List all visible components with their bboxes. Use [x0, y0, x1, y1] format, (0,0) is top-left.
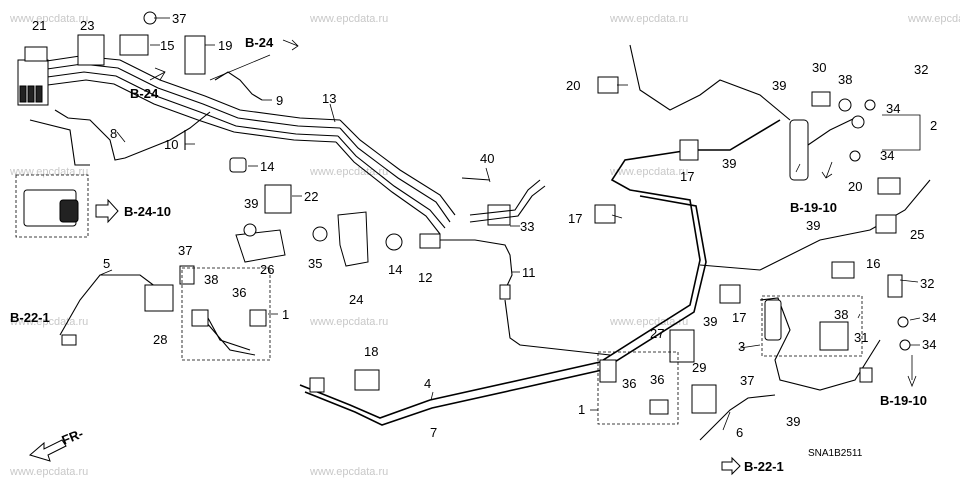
- callout-21[interactable]: 21: [32, 18, 46, 33]
- callout-35[interactable]: 35: [308, 256, 322, 271]
- callout-39b[interactable]: 39: [772, 78, 786, 93]
- callout-12[interactable]: 12: [418, 270, 432, 285]
- callout-20b[interactable]: 20: [848, 179, 862, 194]
- callout-1b[interactable]: 1: [578, 402, 585, 417]
- callout-20[interactable]: 20: [566, 78, 580, 93]
- ref-b24-left[interactable]: B-24: [130, 54, 271, 101]
- callout-31[interactable]: 31: [854, 330, 868, 345]
- callout-30[interactable]: 30: [812, 60, 826, 75]
- callout-29[interactable]: 29: [692, 360, 706, 375]
- modulator-pipe-bundle: [17, 11, 456, 235]
- diagram-code: SNA1B2511: [808, 448, 863, 459]
- callout-36[interactable]: 36: [232, 285, 246, 300]
- callout-26[interactable]: 26: [260, 262, 274, 277]
- callout-27[interactable]: 27: [650, 326, 664, 341]
- watermark: www.epcdata.ru: [309, 466, 388, 478]
- callout-39c[interactable]: 39: [722, 156, 736, 171]
- watermark: www.epcdata.ru: [309, 166, 388, 178]
- watermark: www.epcdata.ru: [9, 13, 88, 25]
- ref-label: B-19-10: [790, 200, 837, 215]
- callout-34d[interactable]: 34: [922, 337, 936, 352]
- right-parts: [594, 76, 911, 425]
- callout-14[interactable]: 14: [260, 159, 274, 174]
- callout-39d[interactable]: 39: [806, 218, 820, 233]
- callout-9[interactable]: 9: [276, 93, 283, 108]
- ref-label: B-19-10: [880, 393, 927, 408]
- callout-2[interactable]: 2: [930, 118, 937, 133]
- callout-10[interactable]: 10: [164, 137, 178, 152]
- ref-label: B-24: [245, 35, 274, 50]
- left-bottom-parts: [61, 265, 380, 393]
- callout-17b[interactable]: 17: [568, 211, 582, 226]
- callout-6[interactable]: 6: [736, 425, 743, 440]
- callout-24[interactable]: 24: [349, 292, 363, 307]
- callout-17c[interactable]: 17: [732, 310, 746, 325]
- ref-b19-10-right[interactable]: B-19-10: [880, 375, 927, 408]
- callout-34[interactable]: 34: [886, 101, 900, 116]
- callout-34c[interactable]: 34: [922, 310, 936, 325]
- ref-b24-top[interactable]: B-24: [245, 35, 299, 51]
- ref-b24-10-box[interactable]: B-24-10: [15, 174, 171, 238]
- front-direction-arrow: FR-: [28, 426, 86, 462]
- callout-5[interactable]: 5: [103, 256, 110, 271]
- watermark: www.epcdata.ru: [9, 466, 88, 478]
- callout-7[interactable]: 7: [430, 425, 437, 440]
- callout-37[interactable]: 37: [172, 11, 186, 26]
- callout-34b[interactable]: 34: [880, 148, 894, 163]
- callout-19[interactable]: 19: [218, 38, 232, 53]
- callout-37b[interactable]: 37: [178, 243, 192, 258]
- callout-numbers: 21 23 37 15 19 9 8 10 14 13 22 39 26 35 …: [32, 11, 937, 440]
- callout-38b[interactable]: 38: [838, 72, 852, 87]
- callout-17[interactable]: 17: [680, 169, 694, 184]
- ref-b19-10-top[interactable]: B-19-10: [790, 161, 837, 215]
- callout-39[interactable]: 39: [244, 196, 258, 211]
- watermark: www.epcdata.ru: [309, 13, 388, 25]
- leader-lines: [99, 17, 921, 431]
- callout-33[interactable]: 33: [520, 219, 534, 234]
- callout-15[interactable]: 15: [160, 38, 174, 53]
- callout-14b[interactable]: 14: [388, 262, 402, 277]
- ref-label: B-24: [130, 86, 159, 101]
- callout-11[interactable]: 11: [522, 265, 536, 280]
- watermark: www.epcdata.ru: [9, 316, 88, 328]
- ref-label: B-22-1: [10, 310, 50, 325]
- callout-3[interactable]: 3: [738, 339, 745, 354]
- callout-8[interactable]: 8: [110, 126, 117, 141]
- callout-25[interactable]: 25: [910, 227, 924, 242]
- watermarks: www.epcdata.ru www.epcdata.ru www.epcdat…: [9, 13, 960, 478]
- callout-40[interactable]: 40: [480, 151, 494, 166]
- callout-22[interactable]: 22: [304, 189, 318, 204]
- callout-13[interactable]: 13: [322, 91, 336, 106]
- callout-37c[interactable]: 37: [740, 373, 754, 388]
- ref-label: B-22-1: [744, 459, 784, 474]
- middle-parts: [235, 177, 611, 356]
- watermark: www.epcdata.ru: [609, 166, 688, 178]
- callout-36c[interactable]: 36: [650, 372, 664, 387]
- callout-18[interactable]: 18: [364, 344, 378, 359]
- watermark: www.epcdata.ru: [609, 316, 688, 328]
- callout-39f[interactable]: 39: [786, 414, 800, 429]
- callout-39e[interactable]: 39: [703, 314, 717, 329]
- callout-28[interactable]: 28: [153, 332, 167, 347]
- watermark: www.epcdata.ru: [907, 13, 960, 25]
- callout-36b[interactable]: 36: [622, 376, 636, 391]
- watermark: www.epcdata.ru: [609, 13, 688, 25]
- direction-label: FR-: [60, 426, 86, 448]
- callout-23[interactable]: 23: [80, 18, 94, 33]
- callout-4[interactable]: 4: [424, 376, 431, 391]
- callout-38c[interactable]: 38: [834, 307, 848, 322]
- ref-b22-1-left[interactable]: B-22-1: [10, 310, 50, 325]
- callout-38[interactable]: 38: [204, 272, 218, 287]
- ref-b22-1-bottom[interactable]: B-22-1: [721, 456, 784, 476]
- callout-32[interactable]: 32: [914, 62, 928, 77]
- watermark: www.epcdata.ru: [9, 166, 88, 178]
- callout-16[interactable]: 16: [866, 256, 880, 271]
- ref-label: B-24-10: [124, 204, 171, 219]
- callout-1[interactable]: 1: [282, 307, 289, 322]
- watermark: www.epcdata.ru: [309, 316, 388, 328]
- callout-32b[interactable]: 32: [920, 276, 934, 291]
